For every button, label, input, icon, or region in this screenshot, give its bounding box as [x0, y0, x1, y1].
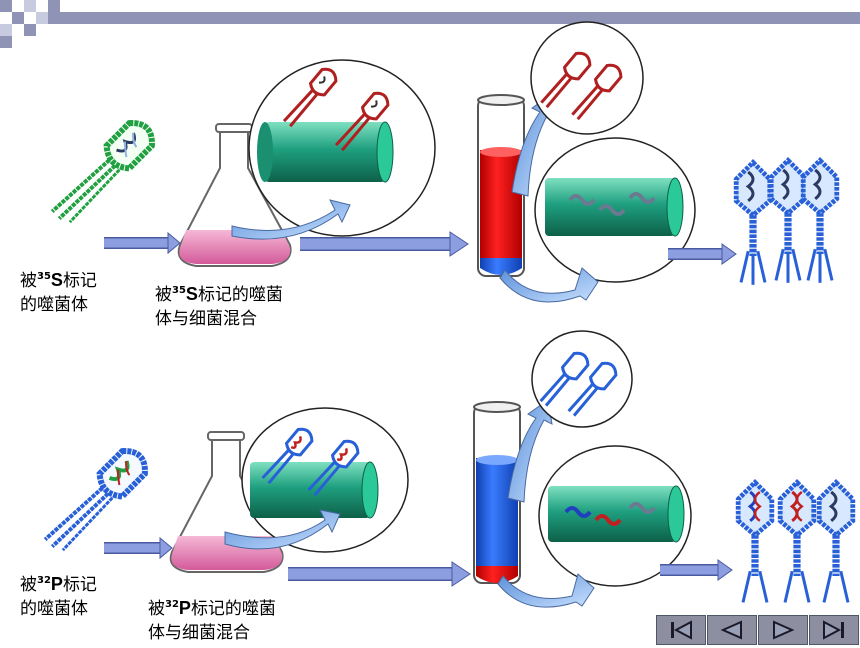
last-slide-button[interactable]	[809, 615, 859, 645]
phage-32p-icon	[43, 448, 148, 552]
first-slide-button[interactable]	[656, 615, 706, 645]
bacterium-with-phages-icon	[257, 67, 394, 183]
label-phage-32p: 被32P标记 的噬菌体	[20, 574, 97, 619]
label-mix-35s: 被35S标记的噬菌 体与细菌混合	[155, 284, 283, 329]
top-row	[50, 21, 837, 303]
label-phage-35s: 被35S标记 的噬菌体	[20, 270, 97, 315]
previous-slide-button[interactable]	[707, 615, 757, 645]
phage-35s-icon	[50, 120, 155, 224]
centrifuge-tube-35s-icon	[477, 94, 525, 277]
next-icon	[773, 620, 795, 640]
bottom-row	[43, 330, 856, 608]
slide-nav	[656, 615, 860, 645]
last-icon	[823, 620, 844, 640]
progeny-phages-32p-icon	[735, 479, 856, 603]
label-mix-32p: 被32P标记的噬菌 体与细菌混合	[148, 598, 276, 643]
previous-icon	[720, 620, 742, 640]
magnify-circle-supernatant	[530, 21, 644, 135]
header-band	[0, 0, 860, 48]
first-icon	[671, 620, 692, 640]
magnify-circle-supernatant-2	[531, 330, 633, 428]
next-slide-button[interactable]	[758, 615, 808, 645]
progeny-phages-35s-icon	[736, 160, 837, 284]
